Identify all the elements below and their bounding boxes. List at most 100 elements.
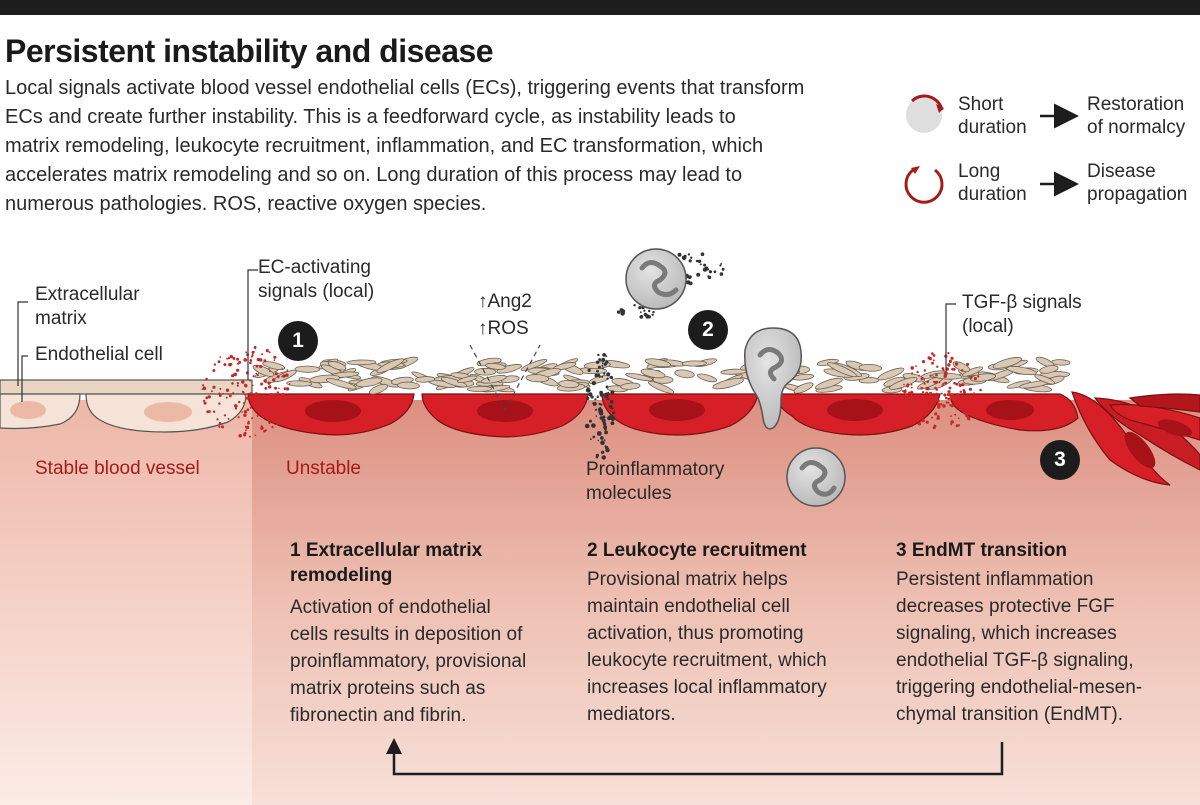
- signal-dot: [611, 417, 615, 421]
- signal-dot: [903, 403, 906, 406]
- signal-dot: [260, 382, 264, 386]
- stable-vessel-label: Stable blood vessel: [35, 458, 200, 479]
- signal-dot: [206, 410, 210, 414]
- signal-dot: [259, 364, 263, 369]
- signal-dot: [254, 392, 259, 396]
- signal-dot: [918, 374, 920, 377]
- signal-dot: [273, 359, 276, 361]
- signal-dot: [942, 369, 945, 372]
- signal-dot: [638, 306, 642, 310]
- signal-dot: [937, 403, 941, 407]
- signal-dot: [226, 357, 229, 360]
- signal-dot: [931, 416, 933, 419]
- matrix-fiber: [620, 382, 641, 390]
- signal-dot: [212, 410, 216, 413]
- signal-dot: [268, 351, 271, 354]
- signal-dot: [600, 450, 605, 454]
- endmt-nucleus: [1157, 419, 1193, 437]
- signal-dot: [916, 412, 919, 415]
- matrix-fiber: [877, 367, 905, 381]
- signal-dot: [223, 414, 226, 417]
- signal-dot: [973, 377, 978, 381]
- step-3-body: Persistent inflammation decreases protec…: [896, 569, 1143, 725]
- signal-dot: [603, 372, 606, 375]
- signal-dot: [601, 362, 604, 365]
- step-2-body: Provisional matrix helps maintain endoth…: [587, 569, 827, 725]
- signal-dot: [236, 368, 240, 372]
- signal-dot: [944, 381, 948, 385]
- signal-dot: [910, 383, 913, 386]
- signal-dot: [681, 255, 687, 261]
- signal-dot: [633, 304, 636, 307]
- signal-dot: [959, 390, 962, 393]
- signal-dot: [274, 372, 278, 376]
- signal-dot: [213, 363, 217, 366]
- signal-dot: [251, 355, 253, 358]
- signal-dot: [643, 309, 646, 312]
- signal-dot: [231, 374, 235, 378]
- signal-dot: [935, 380, 939, 384]
- signal-dot: [912, 412, 915, 415]
- signal-dot: [935, 392, 938, 395]
- signal-dot: [594, 398, 597, 401]
- signal-dot: [696, 272, 701, 277]
- signal-dot: [700, 252, 705, 256]
- signal-dot: [598, 366, 601, 368]
- signal-dot: [600, 440, 605, 446]
- signal-dot: [907, 408, 910, 412]
- signal-dot: [601, 375, 604, 378]
- signal-dot: [276, 375, 280, 379]
- signal-dot: [218, 421, 222, 425]
- matrix-fiber: [827, 362, 858, 378]
- signal-dot: [231, 382, 234, 385]
- signal-dot: [955, 382, 959, 386]
- figure-title: Persistent instability and disease: [5, 33, 494, 69]
- signal-dot: [219, 356, 222, 358]
- signal-dot: [276, 423, 278, 426]
- signal-dot: [276, 391, 279, 394]
- signal-dot: [920, 377, 924, 381]
- signal-dot: [267, 418, 271, 422]
- matrix-fiber: [457, 375, 478, 384]
- signal-dot: [273, 394, 276, 397]
- signal-dot: [231, 392, 235, 395]
- signal-dot: [677, 252, 682, 257]
- signal-dot: [281, 368, 284, 370]
- signal-dot: [950, 423, 953, 426]
- legend-long-label: Long duration: [958, 161, 1027, 205]
- step-1-body: Activation of endothelial cells results …: [290, 597, 527, 726]
- signal-dot: [592, 402, 594, 405]
- signal-dot: [687, 253, 691, 256]
- signal-dot: [248, 435, 251, 438]
- signal-dot: [241, 380, 245, 384]
- signal-dot: [276, 396, 280, 400]
- signal-dot: [929, 374, 932, 377]
- signal-dot: [268, 385, 272, 389]
- matrix-fiber: [286, 380, 313, 387]
- signal-dot: [225, 388, 230, 392]
- signal-dot: [234, 407, 238, 410]
- signal-dot: [601, 357, 606, 362]
- signal-dot: [256, 357, 261, 362]
- signal-dot: [597, 439, 600, 442]
- signal-dot: [292, 396, 295, 399]
- signal-dot: [925, 420, 929, 424]
- signal-dot: [935, 388, 938, 391]
- signal-dot: [972, 412, 977, 416]
- signal-dot: [281, 392, 285, 397]
- signal-dot: [609, 375, 614, 380]
- signal-dot: [594, 373, 598, 378]
- signal-dot: [968, 387, 973, 391]
- signal-dot: [249, 406, 252, 409]
- signal-dot: [598, 358, 601, 361]
- signal-dot: [619, 308, 624, 312]
- signal-dot: [960, 369, 964, 372]
- signal-dot: [942, 404, 946, 408]
- signal-dot: [282, 374, 286, 378]
- signal-dot: [703, 263, 707, 267]
- signal-dot: [594, 408, 598, 411]
- signal-dot: [591, 423, 596, 428]
- matrix-fiber: [962, 366, 983, 377]
- signal-dot: [598, 408, 604, 413]
- signal-dot: [604, 430, 608, 435]
